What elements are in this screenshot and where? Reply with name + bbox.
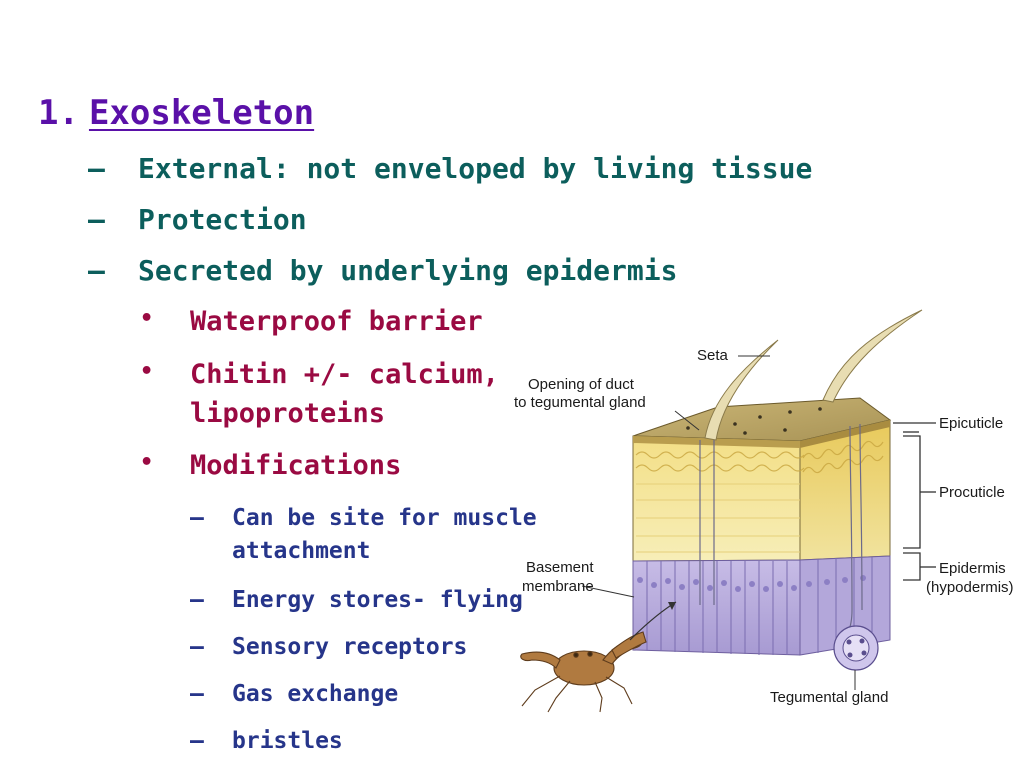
bullet-gas: Gas exchange — [232, 681, 399, 707]
bullet-secreted: Secreted by underlying epidermis — [138, 254, 678, 287]
title-number: 1. — [38, 93, 79, 133]
bullet-muscle: Can be site for muscle — [232, 505, 537, 531]
bullet-energy: Energy stores- flying — [232, 587, 523, 613]
bullet-dash: – — [190, 728, 204, 754]
label-duct-1: Opening of duct — [528, 376, 635, 393]
bullet-modifications: Modifications — [190, 450, 402, 481]
label-epidermis-1: Epidermis — [939, 560, 1006, 577]
label-procuticle: Procuticle — [939, 484, 1005, 501]
layer-brackets — [893, 422, 936, 581]
seta-left — [704, 339, 779, 441]
bullet-dash: – — [88, 152, 105, 185]
bullet-sensory: Sensory receptors — [232, 634, 468, 660]
epicuticle-band — [633, 436, 800, 448]
slide-title: 1.Exoskeleton — [38, 93, 314, 133]
label-duct-2: to tegumental gland — [514, 394, 646, 411]
crab-icon — [520, 631, 647, 713]
bullet-dot: • — [140, 450, 154, 475]
epidermal-cells — [646, 557, 873, 655]
bullet-waterproof: Waterproof barrier — [190, 306, 483, 337]
bullet-dash: – — [190, 505, 204, 531]
front-cuticle — [632, 435, 801, 562]
bullet-protection: Protection — [138, 203, 307, 236]
duct-openings — [686, 407, 822, 435]
label-tegumental-gland: Tegumental gland — [770, 689, 888, 706]
label-seta: Seta — [697, 347, 729, 364]
bullet-chitin: Chitin +/- calcium, — [190, 359, 499, 390]
leader-lines — [581, 355, 856, 690]
bullet-external: External: not enveloped by living tissue — [138, 152, 813, 185]
seta-right — [822, 309, 923, 403]
procuticle-lamination — [635, 440, 884, 553]
bullet-chitin-cont: lipoproteins — [190, 398, 386, 429]
bullet-dash: – — [190, 587, 204, 613]
label-basement-2: membrane — [522, 578, 594, 595]
cell-nuclei — [637, 575, 866, 592]
bullet-dash: – — [88, 203, 105, 236]
title-text: Exoskeleton — [88, 93, 315, 133]
label-basement-1: Basement — [526, 559, 594, 576]
bullet-muscle-cont: attachment — [232, 538, 371, 564]
label-epicuticle: Epicuticle — [939, 415, 1003, 432]
tegumental-gland-shape — [833, 609, 879, 671]
crab-arrow-head — [668, 602, 676, 610]
bullet-bristles: bristles — [232, 728, 343, 754]
epicuticle-band-side — [800, 420, 890, 448]
pore-canals — [699, 423, 863, 611]
bullet-dash: – — [190, 634, 204, 660]
bullet-dot: • — [140, 306, 154, 331]
bullet-dot: • — [140, 359, 154, 384]
label-epidermis-2: (hypodermis) — [926, 579, 1014, 596]
bullet-dash: – — [88, 254, 105, 287]
bullet-dash: – — [190, 681, 204, 707]
